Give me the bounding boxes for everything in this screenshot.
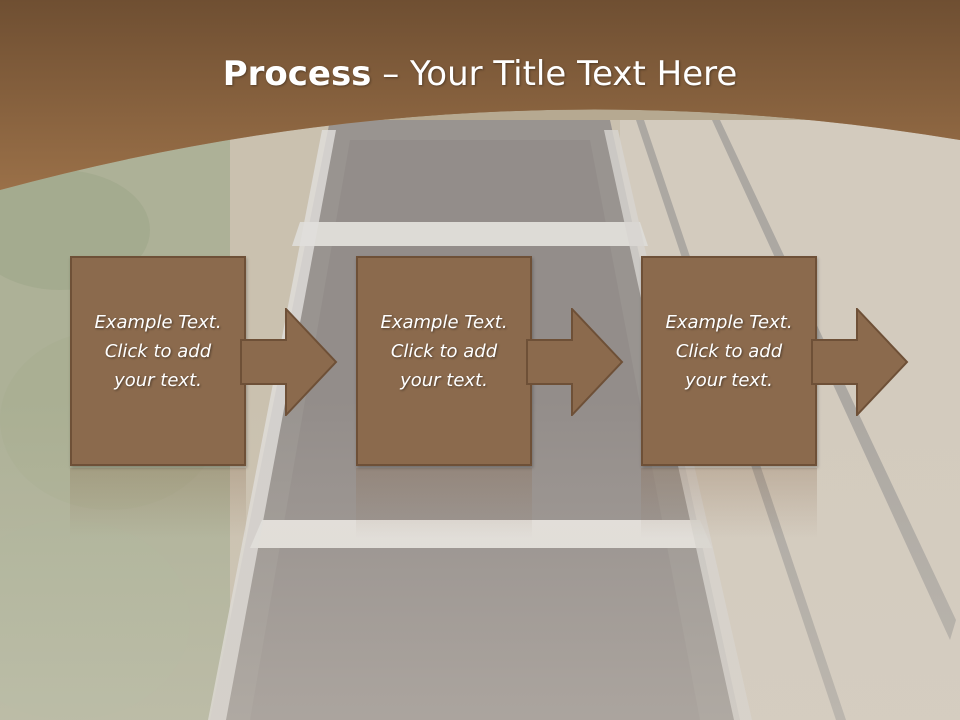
right-arrow-icon <box>240 308 338 416</box>
step-reflection <box>356 468 532 538</box>
step-box[interactable] <box>70 256 246 466</box>
right-arrow-icon <box>526 308 624 416</box>
step-box[interactable] <box>641 256 817 466</box>
step-text[interactable]: Example Text. Click to add your text. <box>380 312 508 391</box>
step-box[interactable] <box>356 256 532 466</box>
slide-title[interactable]: Process – Your Title Text Here <box>0 52 960 96</box>
title-bold: Process <box>222 54 372 94</box>
process-step-2[interactable]: Example Text. Click to add your text. <box>356 256 532 538</box>
right-arrow-icon <box>811 308 909 416</box>
step-reflection <box>641 468 817 538</box>
step-text[interactable]: Example Text. Click to add your text. <box>94 312 222 391</box>
step-text[interactable]: Example Text. Click to add your text. <box>665 312 793 391</box>
process-step-1[interactable]: Example Text. Click to add your text. <box>70 256 246 538</box>
title-rest: – Your Title Text Here <box>371 54 738 94</box>
process-step-3[interactable]: Example Text. Click to add your text. <box>641 256 817 538</box>
step-reflection <box>70 468 246 538</box>
